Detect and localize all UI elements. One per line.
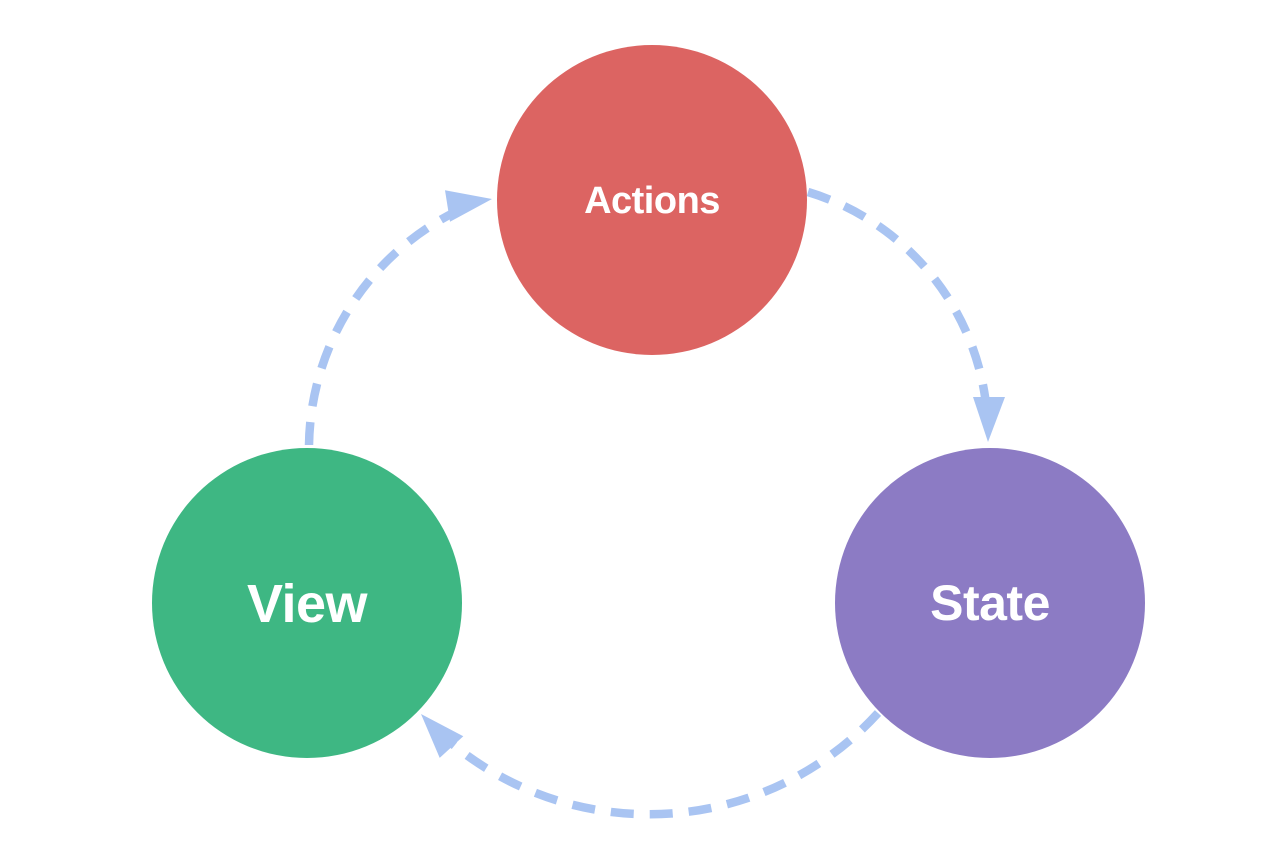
actions-label: Actions <box>584 180 720 222</box>
edge-actions-to-state <box>806 187 990 400</box>
arrowhead-view-to-actions-icon <box>445 190 492 222</box>
edge-layer <box>304 187 1005 819</box>
node-state: State <box>835 448 1145 758</box>
edge-view-to-actions <box>304 208 457 446</box>
node-actions: Actions <box>497 45 807 355</box>
state-label: State <box>930 575 1050 631</box>
view-label: View <box>247 574 369 634</box>
view-circle <box>152 448 462 758</box>
arrowhead-actions-to-state-icon <box>973 397 1005 442</box>
actions-circle <box>497 45 807 355</box>
node-view: View <box>152 448 462 758</box>
state-circle <box>835 448 1145 758</box>
edge-state-to-view <box>446 710 882 819</box>
arrowhead-state-to-view-icon <box>421 714 464 758</box>
